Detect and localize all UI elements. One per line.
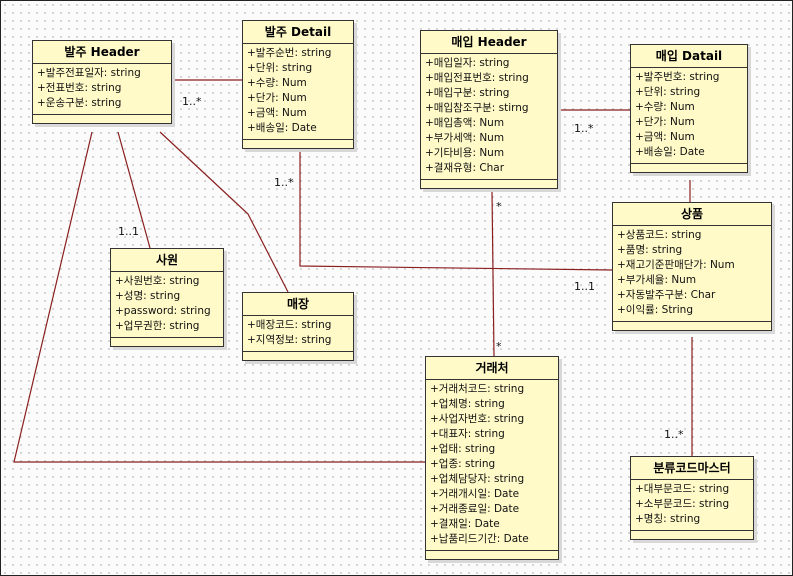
attribute: +수량: Num — [247, 77, 307, 89]
multiplicity-label: 1..* — [274, 176, 294, 189]
multiplicity-label: 1..* — [574, 122, 594, 135]
operations-compartment — [421, 180, 557, 188]
attribute: +명칭: string — [635, 513, 701, 525]
attribute: +매입일자: string — [425, 57, 510, 69]
attribute: +부가세율: Num — [617, 274, 697, 286]
class-category-master[interactable]: 분류코드마스터 +대부문코드: string +소부문코드: string +명… — [630, 456, 754, 540]
attribute: +업무권한: string — [115, 320, 200, 332]
attribute: +금액: Num — [635, 131, 695, 143]
attribute: +납품리드기간: Date — [430, 533, 529, 545]
line-orderheader-employee — [117, 131, 151, 249]
attribute: +업태: string — [430, 443, 496, 455]
attribute: +단가: Num — [247, 92, 307, 104]
attribute: +매장코드: string — [247, 319, 332, 331]
class-purchase-detail[interactable]: 매입 Datail +발주번호: string +단위: string +수량:… — [630, 44, 748, 173]
attribute: +단가: Num — [635, 116, 695, 128]
attribute: +거래종료일: Date — [430, 503, 520, 515]
attribute: +password: string — [115, 305, 211, 317]
attribute: +재고기준판매단가: Num — [617, 259, 735, 271]
attribute: +발주번호: string — [635, 71, 720, 83]
multiplicity-label: 1..1 — [118, 225, 139, 238]
class-product[interactable]: 상품 +상품코드: string +품명: string +재고기준판매단가: … — [612, 202, 772, 331]
operations-compartment — [243, 352, 353, 360]
attribute: +발주전표일자: string — [37, 67, 141, 79]
attribute: +상품코드: string — [617, 229, 702, 241]
attribute: +결재일: Date — [430, 518, 500, 530]
attribute: +단위: string — [635, 86, 701, 98]
class-purchase-header[interactable]: 매입 Header +매입일자: string +매입전표번호: string … — [420, 30, 558, 189]
multiplicity-label: 1..* — [182, 95, 202, 108]
attribute: +배송일: Date — [635, 146, 705, 158]
attribute: +업체명: string — [430, 398, 505, 410]
class-order-header[interactable]: 발주 Header +발주전표일자: string +전표번호: string … — [32, 40, 172, 124]
attribute: +수량: Num — [635, 101, 695, 113]
attribute: +결재유형: Char — [425, 162, 505, 174]
class-title: 매입 Datail — [631, 45, 747, 68]
class-order-detail[interactable]: 발주 Detail +발주순번: string +단위: string +수량:… — [242, 20, 354, 149]
attribute: +성명: string — [115, 290, 181, 302]
class-title: 발주 Header — [33, 41, 171, 64]
operations-compartment — [426, 551, 558, 559]
attribute: +발주순번: string — [247, 47, 332, 59]
attribute: +이익률: String — [617, 304, 693, 316]
operations-compartment — [33, 115, 171, 123]
attribute: +기타비용: Num — [425, 147, 505, 159]
class-title: 사원 — [111, 249, 223, 272]
operations-compartment — [631, 531, 753, 539]
multiplicity-label: * — [496, 340, 502, 353]
operations-compartment — [243, 140, 353, 148]
class-title: 발주 Detail — [243, 21, 353, 44]
class-title: 거래처 — [426, 357, 558, 380]
attribute: +업체담당자: string — [430, 473, 525, 485]
multiplicity-label: 1..1 — [574, 280, 595, 293]
attribute: +운송구분: string — [37, 97, 122, 109]
attribute: +매입총액: Num — [425, 117, 505, 129]
operations-compartment — [613, 322, 771, 330]
operations-compartment — [631, 164, 747, 172]
class-title: 분류코드마스터 — [631, 457, 753, 480]
attribute: +거래처코드: string — [430, 383, 525, 395]
line-orderheader-store — [159, 131, 289, 293]
line-orderheader-supplier — [13, 131, 425, 463]
class-title: 매입 Header — [421, 31, 557, 54]
attribute: +자동발주구분: Char — [617, 289, 716, 301]
attribute: +매입전표번호: string — [425, 72, 529, 84]
attribute: +거래개시일: Date — [430, 488, 520, 500]
class-supplier[interactable]: 거래처 +거래처코드: string +업체명: string +사업자번호: … — [425, 356, 559, 560]
line-orderdetail-product — [299, 152, 613, 271]
attribute: +소부문코드: string — [635, 498, 730, 510]
attribute: +대부문코드: string — [635, 483, 730, 495]
attribute: +매입구분: string — [425, 87, 510, 99]
class-store[interactable]: 매장 +매장코드: string +지역정보: string — [242, 292, 354, 361]
attribute: +업종: string — [430, 458, 496, 470]
multiplicity-label: 1..* — [664, 428, 684, 441]
class-employee[interactable]: 사원 +사원번호: string +성명: string +password: … — [110, 248, 224, 347]
attribute: +금액: Num — [247, 107, 307, 119]
attribute: +부가세액: Num — [425, 132, 505, 144]
operations-compartment — [111, 338, 223, 346]
multiplicity-label: * — [496, 200, 502, 213]
attribute: +매입참조구분: stirng — [425, 102, 529, 114]
attribute: +품명: string — [617, 244, 683, 256]
attribute: +전표번호: string — [37, 82, 122, 94]
attribute: +배송일: Date — [247, 122, 317, 134]
attribute: +대표자: string — [430, 428, 505, 440]
line-purchaseheader-supplier — [491, 191, 495, 357]
class-title: 매장 — [243, 293, 353, 316]
class-title: 상품 — [613, 203, 771, 226]
attribute: +지역정보: string — [247, 334, 332, 346]
attribute: +사원번호: string — [115, 275, 200, 287]
attribute: +단위: string — [247, 62, 313, 74]
attribute: +사업자번호: string — [430, 413, 525, 425]
